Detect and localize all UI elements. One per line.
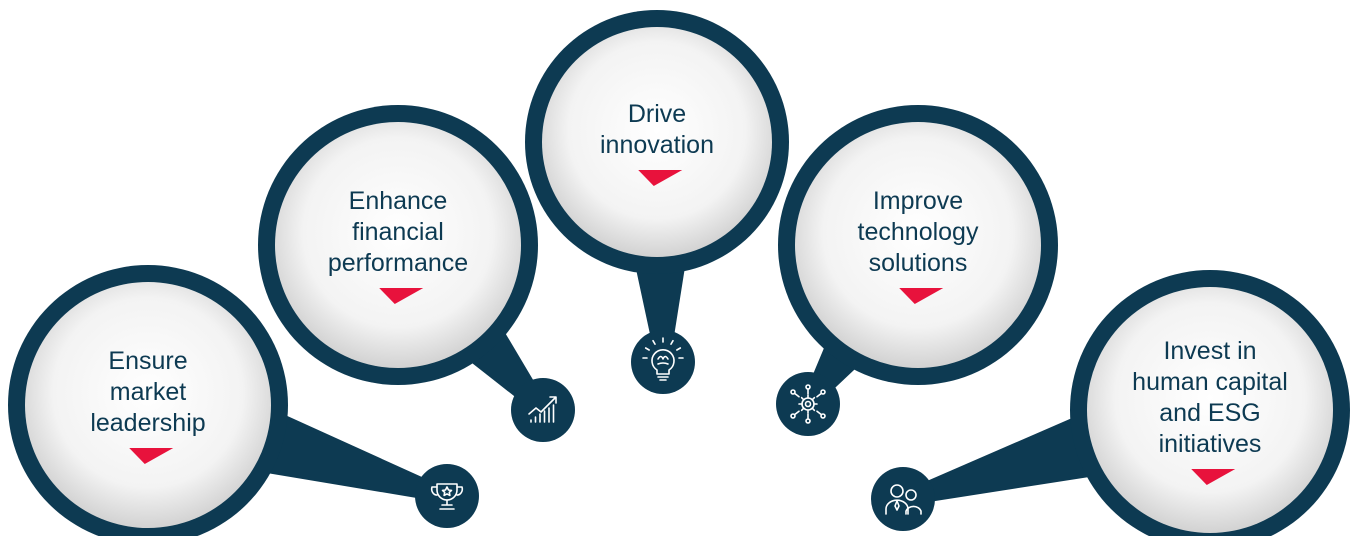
inner-disc [795, 122, 1041, 368]
red-marker-icon [631, 169, 683, 186]
label-line: Drive [627, 99, 687, 128]
node-innovation [525, 10, 789, 394]
red-marker-icon [892, 288, 944, 304]
gear-network-icon [776, 372, 840, 436]
red-marker-icon [372, 288, 424, 304]
icon-badge [631, 330, 695, 394]
inner-disc [1087, 287, 1333, 533]
label-line: Ensure [108, 347, 188, 375]
trophy-icon [415, 464, 479, 528]
label-financial-performance: Enhance financial performance [283, 186, 513, 304]
label-line: initiatives [1158, 429, 1262, 458]
label-technology-solutions: Improve technology solutions [803, 186, 1033, 304]
label-line: human capital [1132, 367, 1288, 396]
inner-disc [25, 282, 271, 528]
people-icon [871, 467, 935, 531]
icon-badge [415, 464, 479, 528]
label-line: leadership [90, 409, 206, 437]
red-marker-icon [122, 448, 174, 464]
label-market-leadership: Ensure market leadership [33, 346, 263, 464]
label-line: financial [352, 218, 444, 246]
node-human-capital-esg [871, 270, 1350, 541]
icon-badge [776, 372, 840, 436]
label-line: Enhance [348, 187, 448, 215]
label-line: solutions [868, 249, 968, 277]
red-marker-icon [1184, 468, 1236, 485]
label-line: Improve [872, 187, 964, 215]
label-line: and ESG [1159, 398, 1261, 427]
inner-disc [275, 122, 521, 368]
label-line: technology [857, 218, 979, 246]
node-financial-performance [258, 105, 575, 442]
lightbulb-brain-icon [631, 330, 695, 394]
label-line: performance [327, 249, 469, 277]
node-technology-solutions [776, 105, 1058, 436]
inner-disc [542, 27, 772, 257]
label-line: innovation [600, 130, 714, 159]
label-line: market [109, 378, 187, 406]
node-market-leadership [8, 265, 479, 541]
icon-badge [871, 467, 935, 531]
growth-chart-icon [511, 378, 575, 442]
label-line: Invest in [1163, 336, 1257, 365]
